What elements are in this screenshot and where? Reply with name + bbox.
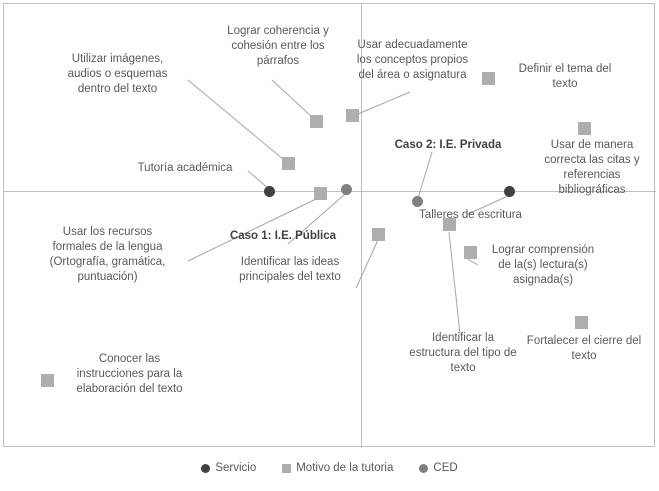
data-point-marker [481, 71, 495, 85]
point-label-caso-1: Caso 1: I.E. Pública [229, 230, 337, 242]
point-label-identificar-ideas: Identificar las ideas principales del te… [239, 256, 341, 283]
legend-marker-circle-dark-icon [201, 463, 211, 473]
point-label-lograr-comprension: Lograr comprensión de la(s) lectura(s) a… [491, 244, 595, 286]
data-point-marker [371, 227, 385, 241]
point-label-usar-citas: Usar de manera correcta las citas y refe… [544, 139, 640, 196]
data-point-marker [463, 245, 477, 259]
point-label-tutoria-academica: Tutoría académica [137, 162, 233, 174]
data-point-marker [313, 186, 327, 200]
point-label-utilizar-imagenes: Utilizar imágenes, audios o esquemas den… [67, 53, 168, 95]
legend-item-motivo-tutoria[interactable]: Motivo de la tutoria [282, 462, 393, 474]
chart-legend: Servicio Motivo de la tutoria CED [0, 462, 659, 474]
data-point-marker [40, 373, 54, 387]
data-point-marker [263, 185, 275, 197]
y-axis-zero-line [361, 4, 362, 448]
point-label-caso-2: Caso 2: I.E. Privada [394, 139, 502, 151]
data-point-marker [574, 315, 588, 329]
point-label-conocer-instrucciones: Conocer las instrucciones para la elabor… [76, 353, 183, 395]
point-label-talleres-escritura: Talleres de escritura [419, 209, 522, 221]
legend-marker-square-icon [282, 463, 292, 473]
data-point-marker [503, 185, 515, 197]
data-point-marker [345, 108, 359, 122]
point-label-identificar-estructura: Identificar la estructura del tipo de te… [409, 332, 517, 374]
data-point-marker [340, 183, 352, 195]
legend-label-ced: CED [433, 462, 458, 474]
data-point-marker [577, 121, 591, 135]
data-point-marker [309, 114, 323, 128]
point-label-usar-adecuadamente: Usar adecuadamente los conceptos propios… [356, 39, 469, 81]
legend-label-servicio: Servicio [215, 462, 257, 474]
legend-marker-circle-mid-icon [419, 463, 429, 473]
data-point-marker [281, 156, 295, 170]
legend-label-motivo-tutoria: Motivo de la tutoria [296, 462, 394, 474]
point-label-usar-recursos: Usar los recursos formales de la lengua … [49, 226, 166, 283]
point-label-definir-tema: Definir el tema del texto [518, 63, 612, 90]
x-axis-zero-line [4, 191, 656, 192]
point-label-fortalecer-cierre: Fortalecer el cierre del texto [526, 335, 642, 362]
data-point-marker [442, 217, 456, 231]
data-point-marker [411, 195, 423, 207]
legend-item-servicio[interactable]: Servicio [201, 462, 256, 474]
legend-item-ced[interactable]: CED [419, 462, 458, 474]
point-label-lograr-coherencia: Lograr coherencia y cohesión entre los p… [227, 25, 329, 67]
